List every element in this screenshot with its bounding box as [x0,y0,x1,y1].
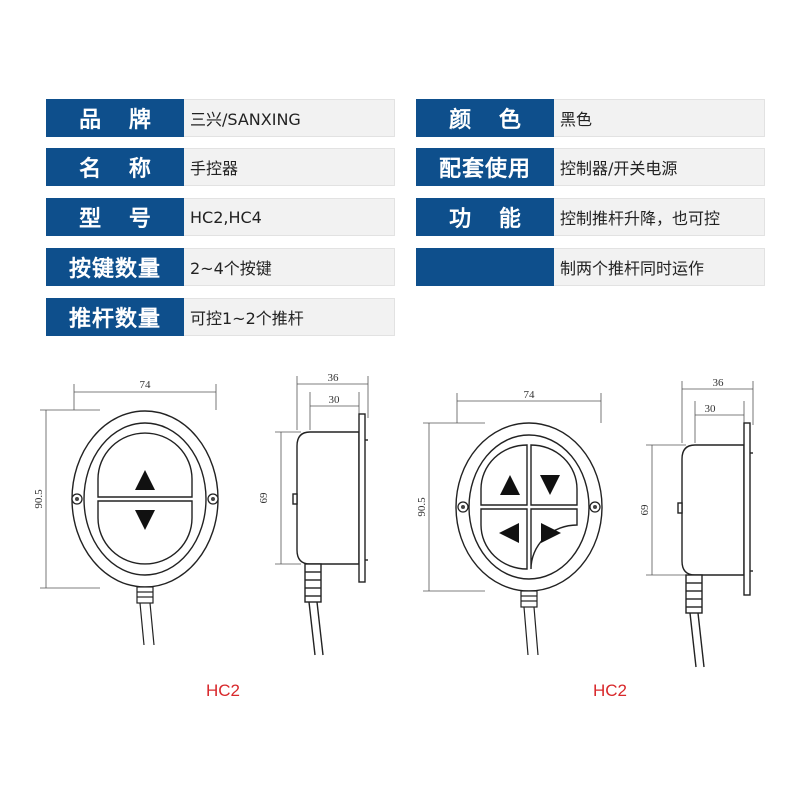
spec-key: 推杆数量 [46,298,184,336]
spec-value: 2~4个按键 [184,248,395,286]
caption-right: HC2 [592,681,627,700]
spec-row-brand: 品 牌 三兴/SANXING [46,99,395,137]
dim-height: 90.5 [416,497,428,517]
spec-key: 颜 色 [416,99,554,137]
spec-value: 黑色 [554,99,765,137]
spec-key-empty [416,248,554,286]
spec-value: 制两个推杆同时运作 [554,248,765,286]
triangle-up-icon [500,475,520,495]
spec-key: 按键数量 [46,248,184,286]
spec-value: 手控器 [184,148,395,186]
spec-value: 控制推杆升降，也可控 [554,198,765,236]
dim-depth-body: 30 [329,394,341,406]
spec-row-name: 名 称 手控器 [46,148,395,186]
spec-row-function-cont: 制两个推杆同时运作 [416,248,765,286]
dim-width: 74 [524,389,536,401]
spec-key: 功 能 [416,198,554,236]
hc4-front-drawing: 74 90.5 [416,389,603,656]
triangle-down-icon [540,475,560,495]
spec-value: 控制器/开关电源 [554,148,765,186]
spec-key: 配套使用 [416,148,554,186]
dim-height: 90.5 [33,489,45,509]
spec-row-function: 功 能 控制推杆升降，也可控 [416,198,765,236]
caption-left: HC2 [205,681,240,700]
spec-row-color: 颜 色 黑色 [416,99,765,137]
spec-value: 三兴/SANXING [184,99,395,137]
hc4-side-drawing: 36 30 69 [640,377,754,668]
spec-key: 名 称 [46,148,184,186]
spec-key: 型 号 [46,198,184,236]
triangle-right-icon [541,523,561,543]
dim-width: 74 [140,379,152,391]
spec-row-button-count: 按键数量 2~4个按键 [46,248,395,286]
triangle-up-icon [135,470,155,490]
dim-depth-total: 36 [713,377,725,389]
dim-depth-body: 30 [705,403,717,415]
spec-key: 品 牌 [46,99,184,137]
triangle-down-icon [135,510,155,530]
spec-value: HC2,HC4 [184,198,395,236]
spec-row-compatible: 配套使用 控制器/开关电源 [416,148,765,186]
dim-depth-total: 36 [328,372,340,384]
spec-row-actuator-count: 推杆数量 可控1~2个推杆 [46,298,395,336]
hc2-front-drawing: 74 90.5 [33,379,219,646]
hc2-side-drawing: 36 30 69 [258,372,369,656]
spec-value: 可控1~2个推杆 [184,298,395,336]
dim-side-height: 69 [258,492,270,504]
spec-row-model: 型 号 HC2,HC4 [46,198,395,236]
triangle-left-icon [499,523,519,543]
dim-side-height: 69 [640,504,651,516]
